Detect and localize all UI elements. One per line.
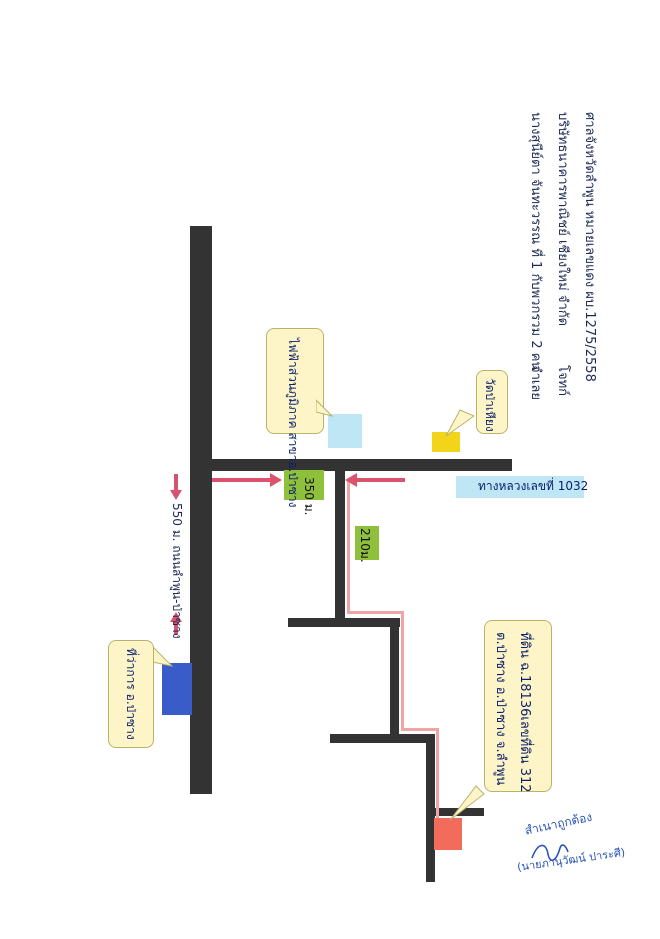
side-road [335,470,345,620]
land-line-1: ที่ดิน ฉ.18136เลขที่ดิน 312 [517,632,532,793]
distance-550-text: 550 ม. ถนนลำพูน-ป่าซาง [170,503,184,639]
pea-office-marker [328,414,362,448]
signature [531,844,569,861]
route-line-1 [347,480,350,614]
district-office-callout [108,640,154,748]
highway-label-text: ทางหลวงเลขที่ 1032 [478,479,589,493]
temple-name: วัดป่าเหียง [483,378,497,432]
land-callout-tail [449,785,485,821]
land-plot-marker [434,818,462,850]
land-line-2: ต.ป่าซาง อ.ป่าซาง จ.ลำพูน [493,632,508,786]
side-road-branch-1 [288,618,400,627]
side-road-branch-2 [330,734,435,743]
road-lamphun-pasang [190,226,212,794]
route-line-4 [401,728,439,731]
distance-210-label [355,526,379,560]
distance-210-text: 210ม. [358,528,372,563]
highway-1032 [210,459,512,471]
temple-callout [476,370,508,434]
pea-office-callout [266,328,324,434]
arrow-to-side-road [345,473,405,487]
pea-callout-tail [316,399,334,417]
route-line-5 [436,728,439,820]
district-office-marker [162,663,192,715]
pea-office-name: ไฟฟ้าส่วนภูมิภาค สาขาอ.ป่าซาง [286,338,300,508]
temple-marker [432,432,460,452]
land-callout [484,620,552,792]
arrow-550-up [170,474,182,500]
route-line-2 [347,611,404,614]
side-road-segment-2 [390,618,399,740]
temple-callout-tail [445,409,476,437]
district-office-name: ที่ว่าการ อ.ป่าซาง [124,648,138,740]
distance-350-label [284,470,324,500]
arrow-350 [212,473,282,487]
highway-label-box [456,476,584,498]
route-line-3 [401,611,404,731]
arrow-550-down [170,612,182,635]
